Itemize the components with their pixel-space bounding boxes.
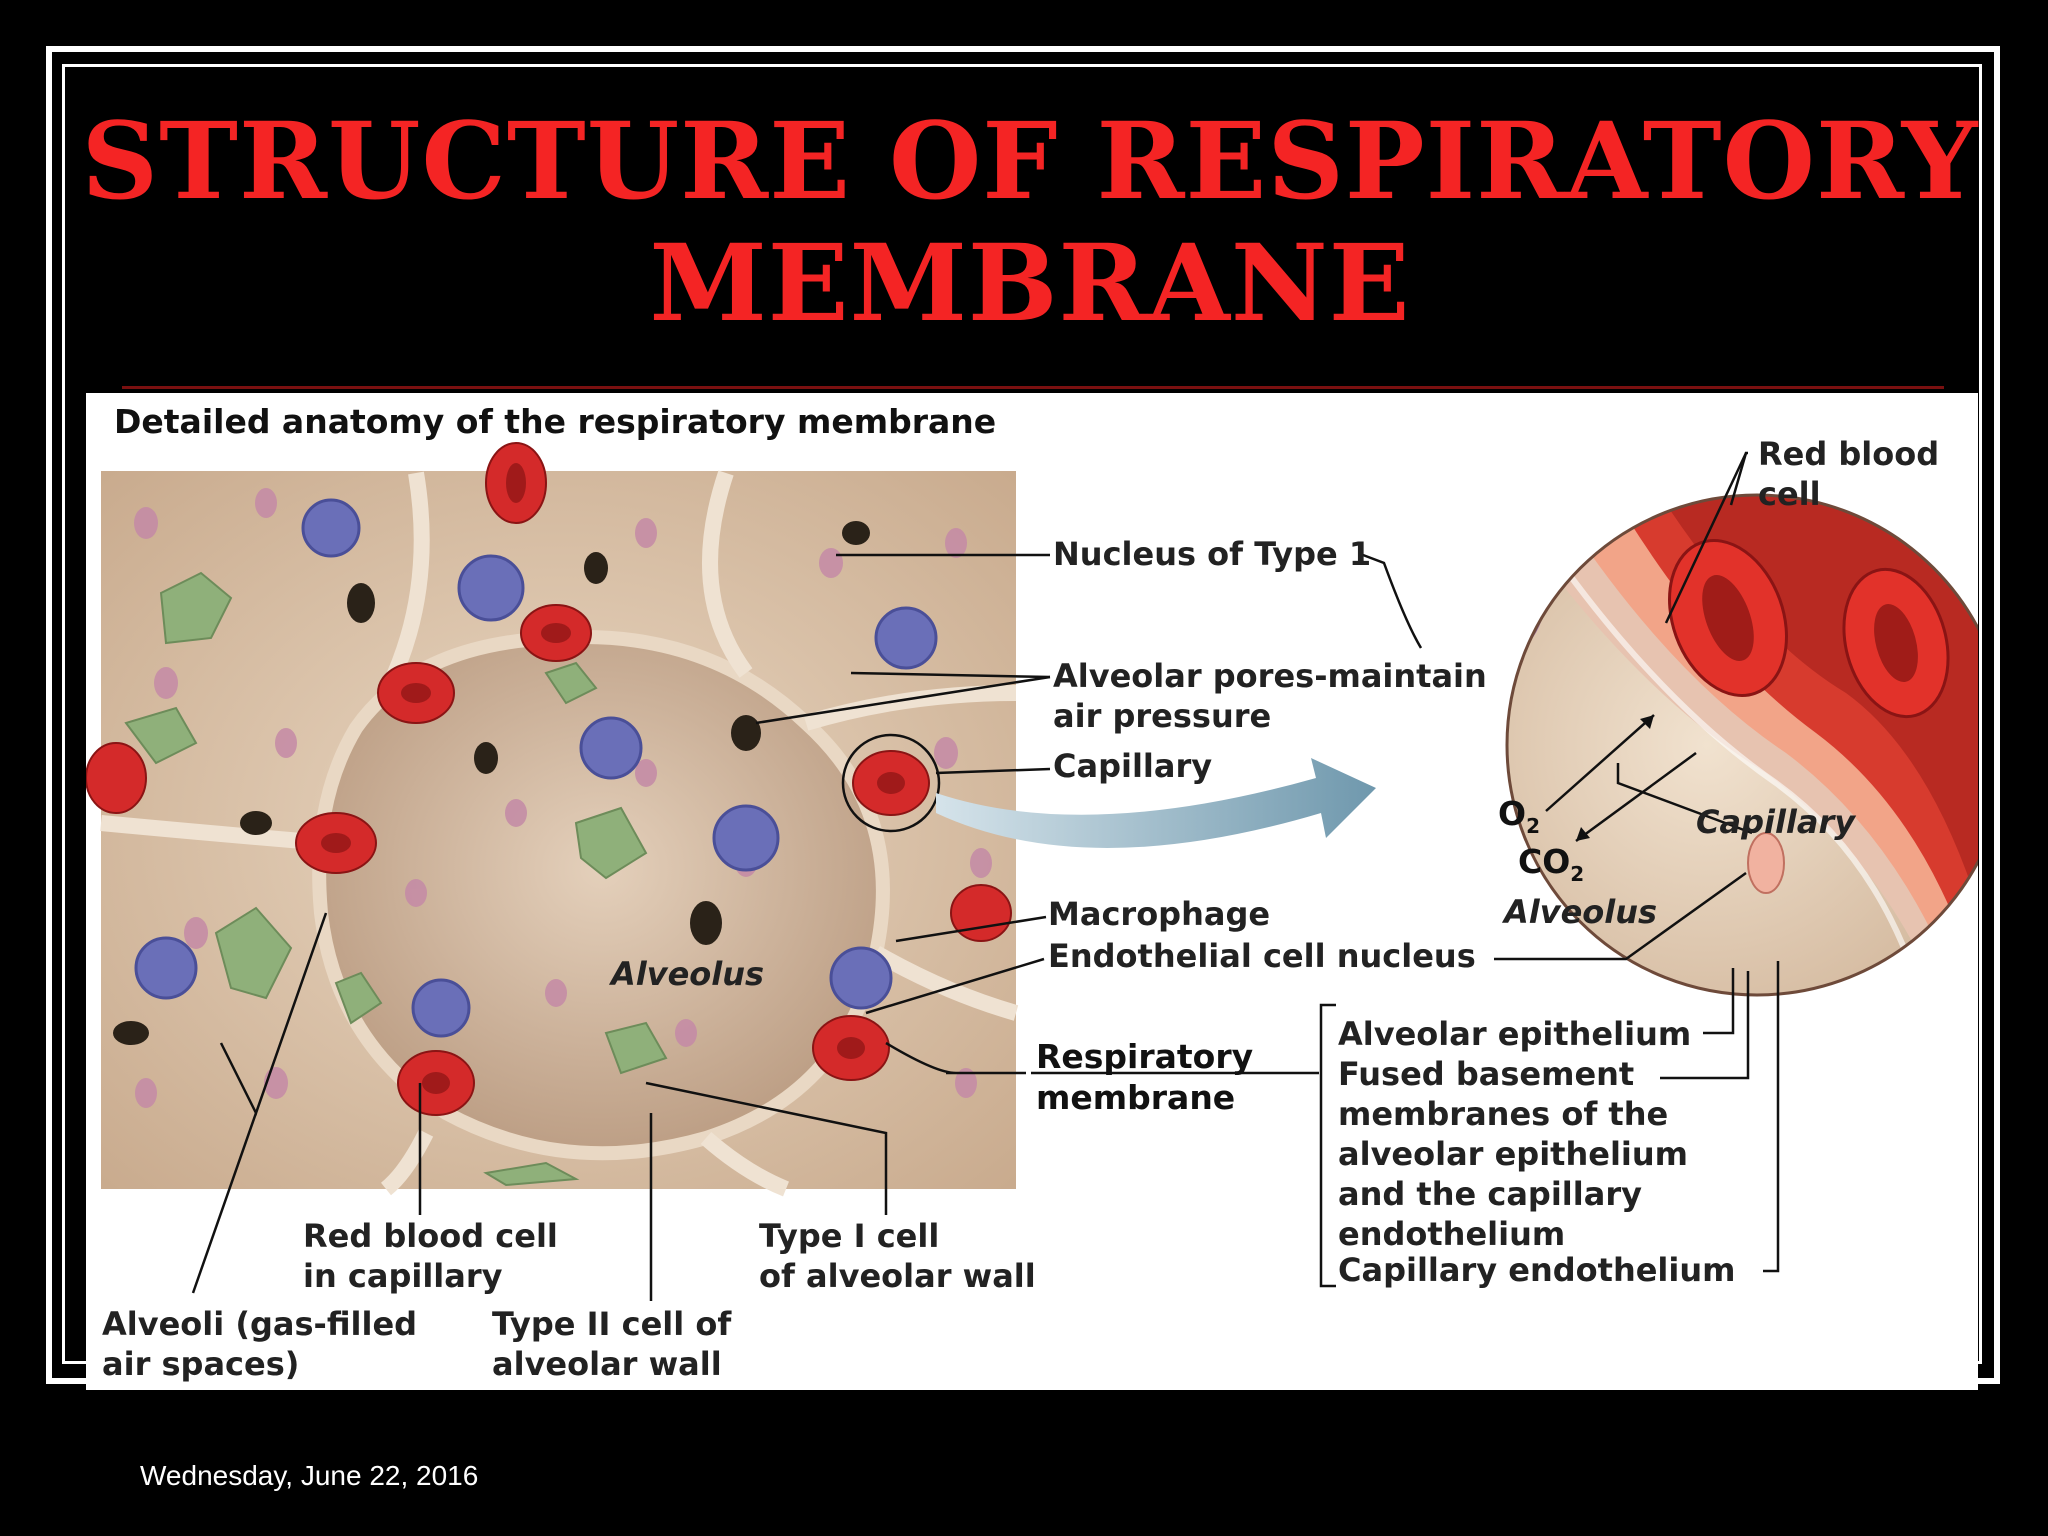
label-alveolar-pores-line1: Alveolar pores-maintain xyxy=(1053,657,1487,695)
label-co2: CO2 xyxy=(1518,842,1584,886)
label-alveolus: Alveolus xyxy=(608,955,764,993)
label-macrophage: Macrophage xyxy=(1048,895,1270,933)
label-endothelial-nucleus: Endothelial cell nucleus xyxy=(1048,937,1476,975)
label-capillary: Capillary xyxy=(1053,747,1212,785)
footer-date: Wednesday, June 22, 2016 xyxy=(140,1460,479,1491)
label-alveolar-epithelium: Alveolar epithelium xyxy=(1338,1015,1691,1053)
label-o2: O2 xyxy=(1498,794,1540,838)
slide-title: STRUCTURE OF RESPIRATORY MEMBRANE xyxy=(80,100,1980,344)
label-type1-cell-line1: Type I cell xyxy=(759,1217,939,1255)
title-divider xyxy=(122,386,1944,389)
label-fused-line5: endothelium xyxy=(1338,1215,1565,1253)
label-type2-cell-line2: alveolar wall xyxy=(492,1345,722,1383)
label-red-blood-cell-line2: cell xyxy=(1758,475,1821,513)
zoom-circle xyxy=(1505,493,2009,997)
label-fused-line2: membranes of the xyxy=(1338,1095,1668,1133)
title-line-1: STRUCTURE OF RESPIRATORY xyxy=(81,98,1979,223)
label-alveolus-zoom: Alveolus xyxy=(1501,893,1657,931)
label-fused-line1: Fused basement xyxy=(1338,1055,1634,1093)
label-fused-line3: alveolar epithelium xyxy=(1338,1135,1688,1173)
label-respiratory-membrane-line1: Respiratory xyxy=(1036,1037,1253,1076)
alveoli-illustration xyxy=(85,442,1019,1197)
zoom-arrow-icon xyxy=(936,758,1376,848)
label-rbc-capillary-line2: in capillary xyxy=(303,1257,503,1295)
label-red-blood-cell-line1: Red blood xyxy=(1758,435,1939,473)
label-respiratory-membrane-line2: membrane xyxy=(1036,1078,1235,1117)
label-alveolar-pores-line2: air pressure xyxy=(1053,697,1271,735)
figure-panel: Detailed anatomy of the respiratory memb… xyxy=(85,393,2009,1390)
label-fused-line4: and the capillary xyxy=(1338,1175,1642,1213)
leader-lines xyxy=(191,451,1780,1301)
figure-heading: Detailed anatomy of the respiratory memb… xyxy=(114,402,996,441)
label-alveoli-line2: air spaces) xyxy=(102,1345,299,1383)
label-type2-cell-line1: Type II cell of xyxy=(492,1305,732,1343)
label-alveoli-line1: Alveoli (gas-filled xyxy=(102,1305,417,1343)
label-rbc-capillary-line1: Red blood cell xyxy=(303,1217,558,1255)
respiratory-membrane-diagram: Detailed anatomy of the respiratory memb… xyxy=(85,402,2009,1383)
title-line-2: MEMBRANE xyxy=(649,220,1411,345)
label-type1-cell-line2: of alveolar wall xyxy=(759,1257,1036,1295)
label-capillary-zoom: Capillary xyxy=(1696,803,1856,841)
label-capillary-endothelium: Capillary endothelium xyxy=(1338,1251,1735,1289)
label-nucleus-type1: Nucleus of Type 1 xyxy=(1053,535,1371,573)
